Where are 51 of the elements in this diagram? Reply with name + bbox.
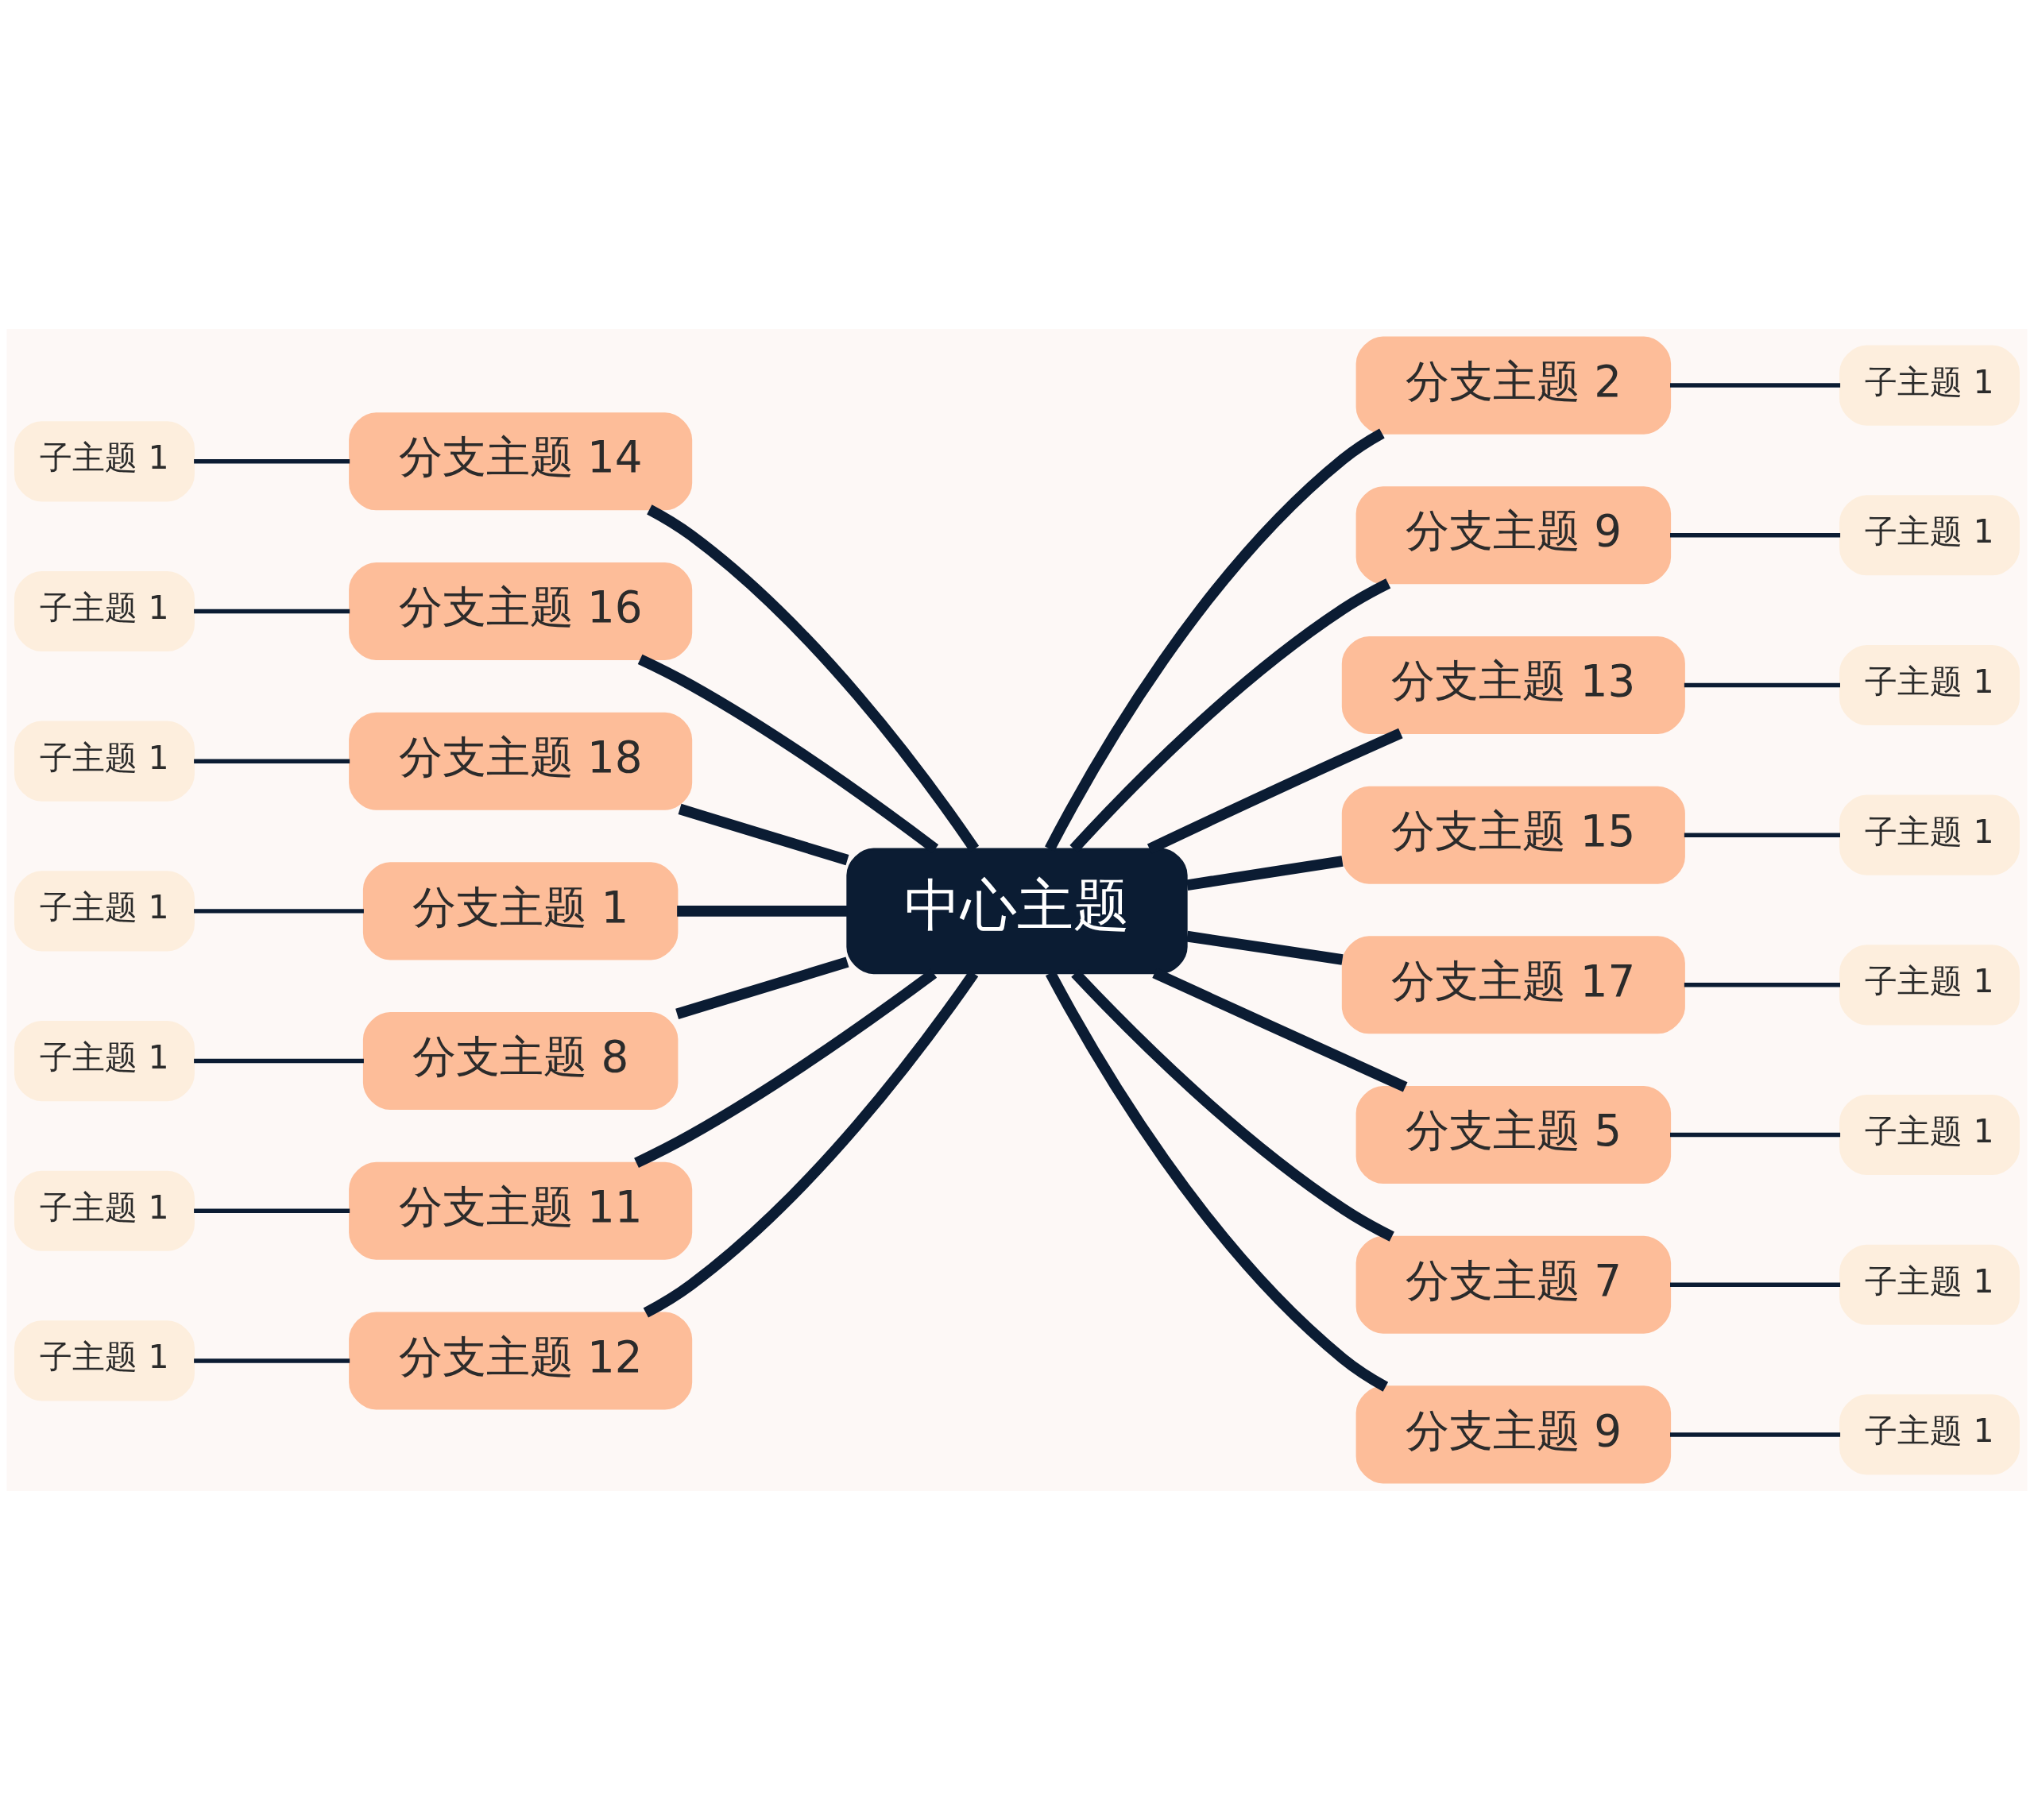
connector [1684, 983, 1840, 987]
node-box: 子主题 1 [14, 871, 195, 952]
node-box: 分支主题 14 [349, 412, 693, 511]
connector [678, 803, 849, 866]
node-box: 分支主题 18 [349, 712, 693, 810]
node-box: 分支主题 2 [1355, 336, 1672, 435]
connector [1186, 856, 1344, 891]
node-box: 分支主题 7 [1355, 1235, 1672, 1334]
connector [194, 1358, 350, 1363]
node-box: 子主题 1 [14, 721, 195, 802]
node-box: 子主题 1 [1839, 1244, 2020, 1325]
connector [194, 1208, 350, 1213]
node-box: 子主题 1 [1839, 495, 2020, 576]
connector [1670, 533, 1841, 538]
node-box: 分支主题 5 [1355, 1086, 1672, 1184]
connector [194, 909, 364, 914]
node-box: 子主题 1 [1839, 644, 2020, 726]
node-box: 分支主题 16 [349, 562, 693, 661]
connector [1684, 682, 1840, 688]
connector [1186, 930, 1344, 965]
node-box: 分支主题 15 [1341, 786, 1685, 884]
connector [677, 906, 848, 917]
connector [1670, 1132, 1841, 1138]
connector [194, 459, 350, 464]
connector [194, 759, 350, 763]
node-box: 子主题 1 [1839, 345, 2020, 426]
node-box: 分支主题 9 [1355, 486, 1672, 585]
node-box: 分支主题 12 [349, 1312, 693, 1410]
connector [194, 609, 350, 614]
node-box: 分支主题 11 [349, 1161, 693, 1260]
node-box: 子主题 1 [14, 1020, 195, 1102]
connector [1670, 383, 1841, 388]
connector [675, 956, 849, 1019]
node-box: 子主题 1 [14, 421, 195, 502]
node-box: 子主题 1 [14, 570, 195, 652]
node-box: 分支主题 1 [362, 862, 679, 960]
node-box: 分支主题 9 [1355, 1385, 1672, 1484]
node-box: 分支主题 13 [1341, 636, 1685, 734]
connector [1684, 833, 1840, 837]
node-box: 子主题 1 [1839, 1394, 2020, 1475]
node-box: 子主题 1 [1839, 794, 2020, 875]
connector [1670, 1432, 1841, 1437]
node-box: 分支主题 8 [362, 1012, 679, 1111]
node-box: 分支主题 17 [1341, 936, 1685, 1034]
node-box: 子主题 1 [14, 1320, 195, 1401]
node-box: 子主题 1 [1839, 1094, 2020, 1176]
connector [194, 1058, 364, 1064]
connector [1670, 1282, 1841, 1287]
node-box: 子主题 1 [1839, 945, 2020, 1026]
node-box: 中心主题 [846, 848, 1188, 975]
node-box: 子主题 1 [14, 1170, 195, 1251]
